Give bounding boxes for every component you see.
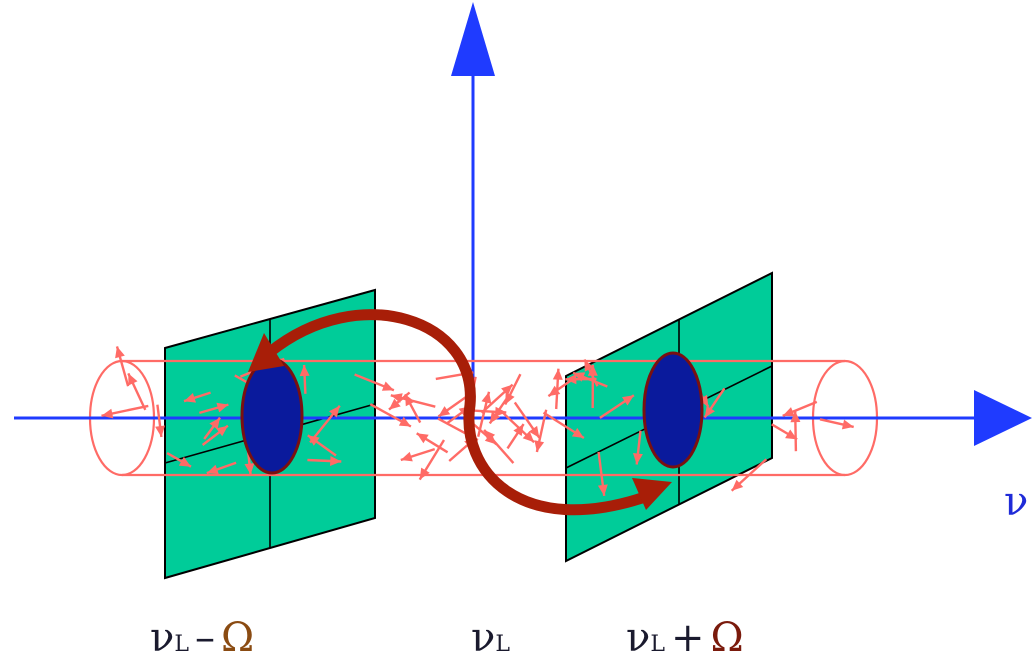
field-arrow-head <box>419 467 430 480</box>
field-arrow-head <box>389 398 401 410</box>
label-nu-l-plus-omega: νL+Ω <box>626 618 744 665</box>
field-arrow-head <box>528 425 540 438</box>
field-arrow-head <box>128 373 138 386</box>
label-nu-l-minus-omega: νL–Ω <box>150 618 254 665</box>
arrow-right-icon <box>974 390 1032 446</box>
field-arrow-head <box>481 391 492 404</box>
field-arrow-head <box>513 424 524 436</box>
field-arrow-head <box>552 368 563 380</box>
field-arrow-head <box>398 416 411 427</box>
field-arrow-head <box>115 346 125 359</box>
field-arrow-head <box>216 425 228 437</box>
field-arrow-head <box>101 408 114 419</box>
field-arrow-head <box>790 411 801 423</box>
field-arrow-head <box>785 429 798 440</box>
field-arrow-head <box>299 364 310 377</box>
field-arrow-head <box>698 394 709 407</box>
right-dipole <box>642 351 704 469</box>
field-arrow-head <box>178 456 191 467</box>
field-arrow-head <box>782 407 795 417</box>
axis-label-nu: ν <box>1004 479 1029 525</box>
subscript-l: L <box>650 632 665 657</box>
subscript-l: L <box>495 632 510 657</box>
field-arrow-head <box>184 393 196 403</box>
field-arrow-head <box>330 456 342 466</box>
field-arrow-head <box>704 405 715 418</box>
field-arrow-head <box>244 463 255 475</box>
field-arrow-head <box>548 385 561 397</box>
field-arrow-head <box>522 431 535 443</box>
plus-sign: + <box>670 615 705 661</box>
field-arrow-head <box>571 428 584 438</box>
nu-symbol: ν <box>626 615 651 661</box>
field-arrow-head <box>381 381 394 391</box>
minus-sign: – <box>194 615 215 661</box>
field-arrow-head <box>216 402 229 413</box>
field-arrow-head <box>489 411 501 424</box>
field-arrow-head <box>484 429 496 442</box>
field-arrow-head <box>416 433 429 444</box>
field-arrow-head <box>209 417 220 430</box>
field-arrow-head <box>206 464 219 475</box>
field-arrow-head <box>534 440 545 452</box>
field-arrow-head <box>573 372 586 382</box>
field-arrow-head <box>400 451 413 462</box>
left-dipole <box>240 357 304 475</box>
omega-symbol: Ω <box>710 615 744 661</box>
field-arrow-head <box>438 406 451 417</box>
label-nu-l: νL <box>471 618 510 665</box>
field-arrow-head <box>841 419 854 430</box>
field-arrow-head <box>307 435 320 446</box>
field-arrow-head <box>501 384 513 396</box>
arrow-up-icon <box>451 2 495 76</box>
omega-symbol: Ω <box>220 615 255 661</box>
field-arrow-head <box>731 479 744 491</box>
field-arrow-head <box>597 484 608 496</box>
nu-symbol: ν <box>471 615 496 661</box>
subscript-l: L <box>174 632 189 657</box>
field-arrow-head <box>329 405 340 418</box>
field-arrow-head <box>622 395 634 406</box>
field-arrow-head <box>633 453 643 465</box>
field-arrow-head <box>155 425 165 437</box>
nu-symbol: ν <box>150 615 175 661</box>
curved-arrow-icon <box>248 309 672 516</box>
field-arrow-head <box>584 359 594 372</box>
